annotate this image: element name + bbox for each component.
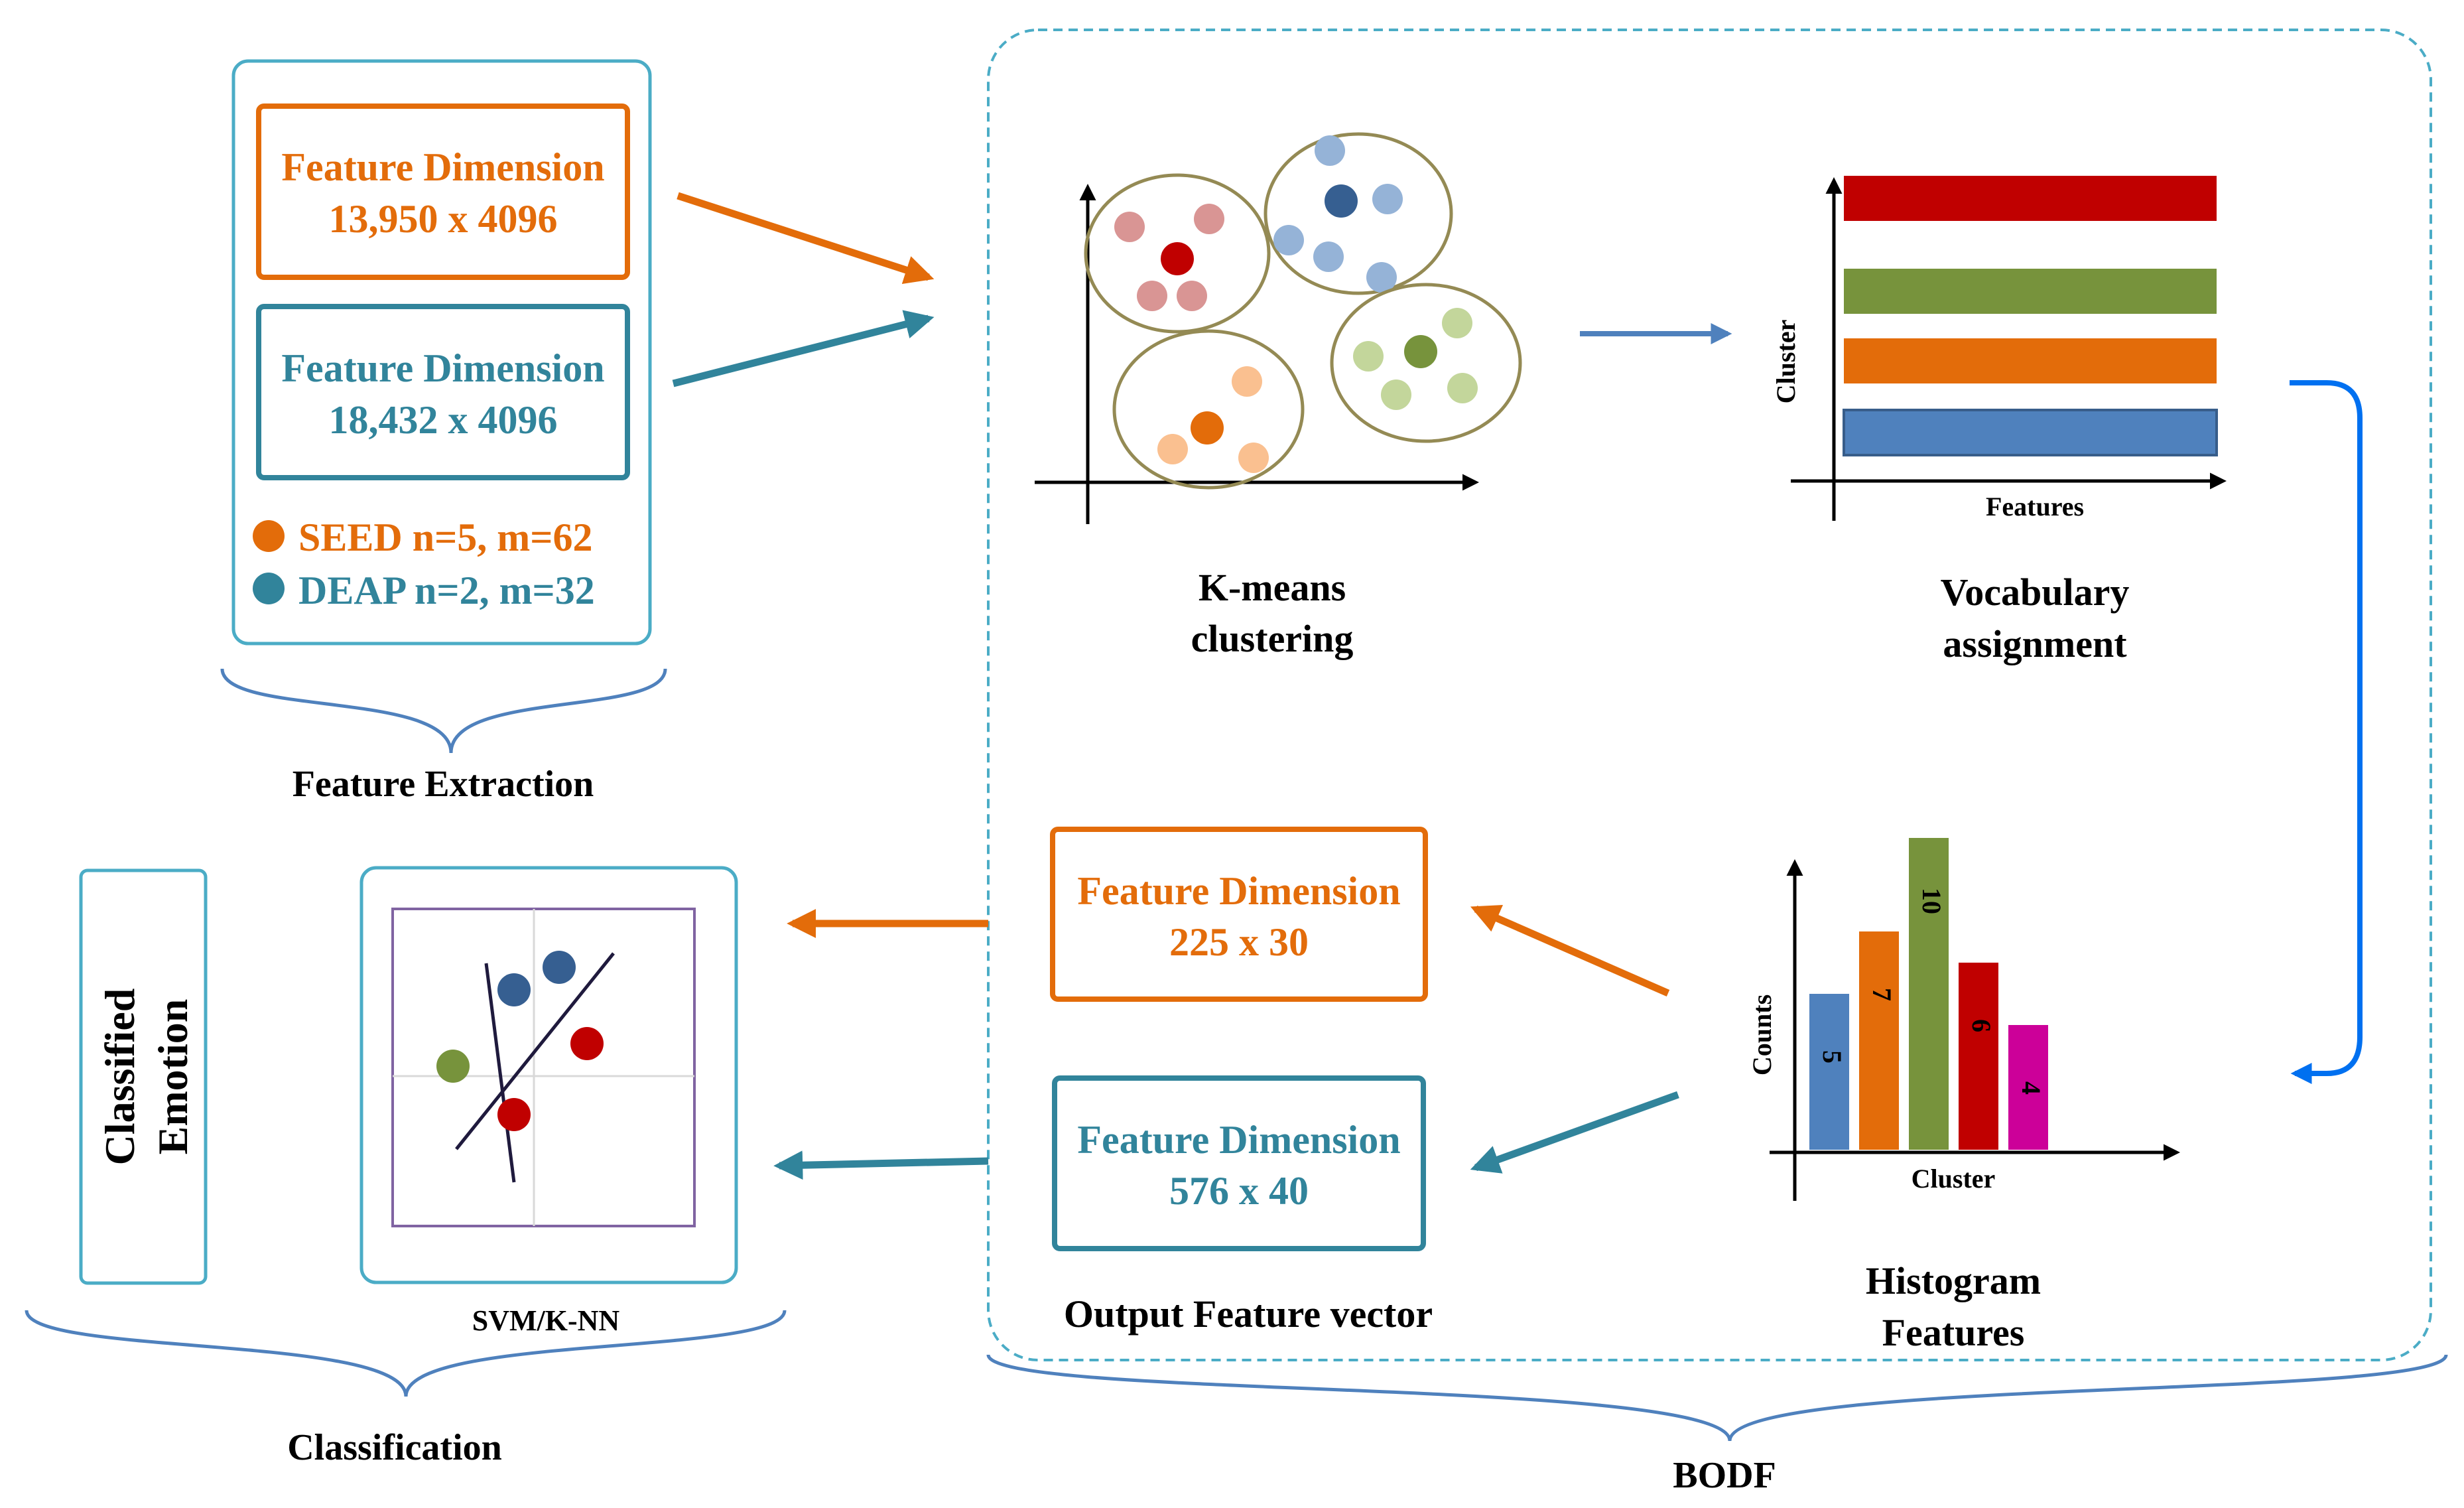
deap-legend-label: DEAP n=2, m=32 [298, 569, 595, 612]
cluster-blue-ellipse [1264, 132, 1453, 295]
histogram-bar-label: 10 [1917, 888, 1947, 914]
bodf-label: BODF [1673, 1455, 1776, 1496]
vocab-x-label: Features [1986, 492, 2084, 521]
vocab-bar-green [1844, 269, 2217, 314]
output-box-orange-title: Feature Dimension [1077, 869, 1400, 913]
classifier-point-red [497, 1098, 531, 1131]
decision-boundary-2 [455, 952, 615, 1150]
feature-box-teal [256, 304, 630, 480]
histogram-bar [1959, 963, 1998, 1150]
cluster-orange-centroid [1191, 411, 1224, 445]
feature-box-orange [256, 103, 630, 280]
cluster-green-point [1381, 379, 1411, 410]
cluster-red-point [1114, 212, 1145, 242]
arrow-output-teal-to-classifier [773, 1150, 989, 1180]
histogram-bar [1909, 838, 1949, 1150]
vocab-label-line1: Vocabulary [1941, 571, 2130, 614]
histogram-label-line2: Features [1882, 1311, 2025, 1354]
cluster-red-centroid [1161, 242, 1194, 275]
cluster-blue-point [1366, 262, 1397, 293]
feature-extraction-label: Feature Extraction [292, 764, 594, 805]
output-box-orange [1050, 827, 1428, 1002]
cluster-blue-point [1313, 241, 1344, 272]
cluster-orange-point [1238, 443, 1269, 473]
classifier-point-red [570, 1027, 604, 1060]
histogram-y-label: Counts [1747, 994, 1777, 1075]
output-box-orange-value: 225 x 30 [1169, 920, 1309, 964]
histogram-x-label: Cluster [1912, 1164, 1996, 1194]
classification-label: Classification [287, 1427, 502, 1468]
cluster-red-point [1177, 281, 1207, 311]
vocab-bar-blue [1843, 409, 2218, 456]
feature-box-teal-title: Feature Dimension [281, 346, 604, 390]
histogram-chart: 5 7 10 6 4 Counts Cluster [1747, 838, 2180, 1201]
histogram-bar-label: 5 [1817, 1050, 1847, 1063]
histogram-bars: 5 7 10 6 4 [1809, 838, 2048, 1150]
histogram-bar [1859, 931, 1899, 1150]
output-box-teal-title: Feature Dimension [1077, 1118, 1400, 1162]
arrow-vocab-to-histogram [2290, 380, 2363, 1084]
classified-emotion-box [79, 868, 208, 1285]
vocab-y-label: Cluster [1771, 320, 1801, 404]
feature-box-orange-value: 13,950 x 4096 [329, 197, 558, 241]
cluster-red-point [1137, 281, 1167, 311]
arrow-orange-to-bodf [677, 192, 935, 285]
classification-brace [25, 1310, 787, 1397]
feature-extraction-panel [231, 59, 652, 646]
classifier-label: SVM/K-NN [472, 1304, 620, 1337]
kmeans-label-line2: clustering [1191, 617, 1354, 660]
cluster-green-point [1442, 308, 1472, 338]
classifier-point-green [436, 1050, 470, 1083]
deap-legend-dot [253, 573, 285, 604]
cluster-red-point [1194, 204, 1224, 234]
vocab-label-line2: assignment [1943, 622, 2127, 665]
bodf-brace [986, 1354, 2448, 1442]
vocab-bar-red [1844, 176, 2217, 221]
output-feature-vector-label: Output Feature vector [1064, 1292, 1433, 1336]
cluster-blue-point [1372, 184, 1403, 214]
classified-emotion-line2: Emotion [149, 999, 196, 1155]
feature-extraction-brace [220, 668, 667, 754]
arrow-histogram-to-output-orange [1470, 904, 1670, 997]
cluster-orange-ellipse [1112, 329, 1305, 490]
arrow-teal-to-bodf [672, 310, 935, 387]
cluster-orange-point [1157, 434, 1188, 464]
cluster-red-ellipse [1084, 173, 1271, 334]
feature-box-orange-title: Feature Dimension [281, 145, 604, 189]
bodf-panel [987, 29, 2432, 1361]
classified-emotion-line1: Classified [96, 989, 143, 1166]
histogram-bar-label: 4 [2016, 1081, 2046, 1095]
kmeans-label-line1: K-means [1199, 566, 1346, 609]
seed-legend-dot [253, 520, 285, 552]
kmeans-plot [1035, 132, 1522, 524]
arrow-histogram-to-output-teal [1470, 1091, 1679, 1174]
classifier-point-blue [497, 973, 531, 1006]
histogram-bar-label: 7 [1867, 988, 1897, 1001]
classifier-plot-frame [391, 908, 696, 1227]
cluster-green-point [1353, 341, 1384, 372]
histogram-bar-label: 6 [1967, 1019, 1996, 1032]
seed-legend-label: SEED n=5, m=62 [298, 515, 592, 559]
vocab-chart: Cluster Features [1771, 176, 2227, 521]
histogram-label-line1: Histogram [1866, 1259, 2041, 1302]
classifier-point-blue [543, 951, 576, 984]
cluster-blue-centroid [1325, 184, 1358, 218]
cluster-green-centroid [1404, 335, 1437, 368]
cluster-blue-point [1315, 135, 1345, 166]
decision-boundary-1 [484, 963, 516, 1183]
histogram-bar [2008, 1025, 2048, 1150]
cluster-green-point [1447, 373, 1478, 403]
vocab-bar-orange [1844, 338, 2217, 383]
cluster-green-ellipse [1330, 283, 1522, 443]
classifier-plot [391, 908, 696, 1227]
feature-box-teal-value: 18,432 x 4096 [329, 398, 558, 442]
cluster-orange-point [1232, 366, 1262, 397]
output-box-teal-value: 576 x 40 [1169, 1169, 1309, 1213]
cluster-blue-point [1273, 225, 1304, 255]
output-box-teal [1052, 1075, 1426, 1251]
histogram-bar [1809, 994, 1849, 1150]
classifier-box [359, 866, 738, 1284]
